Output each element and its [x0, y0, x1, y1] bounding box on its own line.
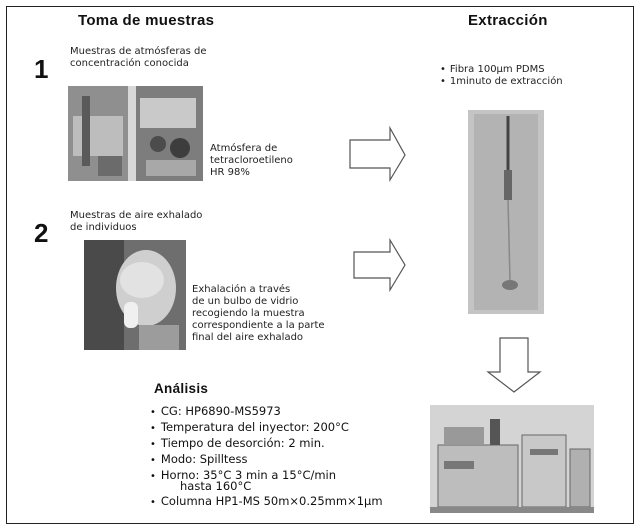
- step-2-caption-line: recogiendo la muestra: [192, 308, 305, 319]
- step-2-caption-line: correspondiente a la parte: [192, 320, 325, 331]
- step-1-caption-line: tetracloroetileno: [210, 155, 293, 166]
- analysis-spec-item: Temperatura del inyector: 200°C: [150, 420, 349, 436]
- extraction-specs: Fibra 100µm PDMS 1minuto de extracción: [440, 64, 563, 88]
- step-1-caption: Atmósfera de tetracloroetileno HR 98%: [210, 143, 293, 179]
- analysis-spec-item: CG: HP6890-MS5973: [150, 404, 349, 420]
- spme-fiber-photo: [468, 110, 544, 314]
- extraction-spec-item: 1minuto de extracción: [440, 76, 563, 88]
- step-2-caption-line: Exhalación a través: [192, 284, 291, 295]
- step-2-caption: Exhalación a través de un bulbo de vidri…: [192, 284, 325, 344]
- oven-continuation: hasta 160°C: [180, 479, 252, 493]
- step-2-number: 2: [34, 218, 49, 248]
- analysis-column-spec: Columna HP1-MS 50m×0.25mm×1µm: [150, 494, 383, 510]
- extraction-spec-item: Fibra 100µm PDMS: [440, 64, 563, 76]
- atmosphere-chamber-photo: [68, 86, 203, 181]
- step-1-heading-line: concentración conocida: [70, 58, 189, 69]
- step-2-heading-line: Muestras de aire exhalado: [70, 210, 203, 221]
- step-2-heading-line: de individuos: [70, 222, 137, 233]
- step-2-heading: Muestras de aire exhalado de individuos: [70, 210, 202, 234]
- analysis-spec-item: Modo: Spilltess: [150, 452, 349, 468]
- analysis-spec-item: Horno: 35°C 3 min a 15°C/min: [150, 468, 349, 484]
- analysis-title: Análisis: [154, 381, 209, 396]
- diagram-frame: [6, 6, 634, 524]
- step-2-caption-line: de un bulbo de vidrio: [192, 296, 299, 307]
- analysis-spec-item: Columna HP1-MS 50m×0.25mm×1µm: [150, 494, 383, 510]
- extraction-title: Extracción: [468, 12, 548, 29]
- step-2-caption-line: final del aire exhalado: [192, 332, 304, 343]
- analysis-specs: CG: HP6890-MS5973 Temperatura del inyect…: [150, 404, 349, 484]
- step-1-caption-line: Atmósfera de: [210, 143, 278, 154]
- step-1-heading-line: Muestras de atmósferas de: [70, 46, 207, 57]
- analysis-spec-item: Tiempo de desorción: 2 min.: [150, 436, 349, 452]
- step-1-number: 1: [34, 54, 49, 84]
- exhalation-photo: [84, 240, 186, 350]
- step-1-heading: Muestras de atmósferas de concentración …: [70, 46, 206, 70]
- gc-ms-instrument-photo: [430, 405, 594, 513]
- sampling-title: Toma de muestras: [78, 12, 215, 29]
- step-1-caption-line: HR 98%: [210, 167, 250, 178]
